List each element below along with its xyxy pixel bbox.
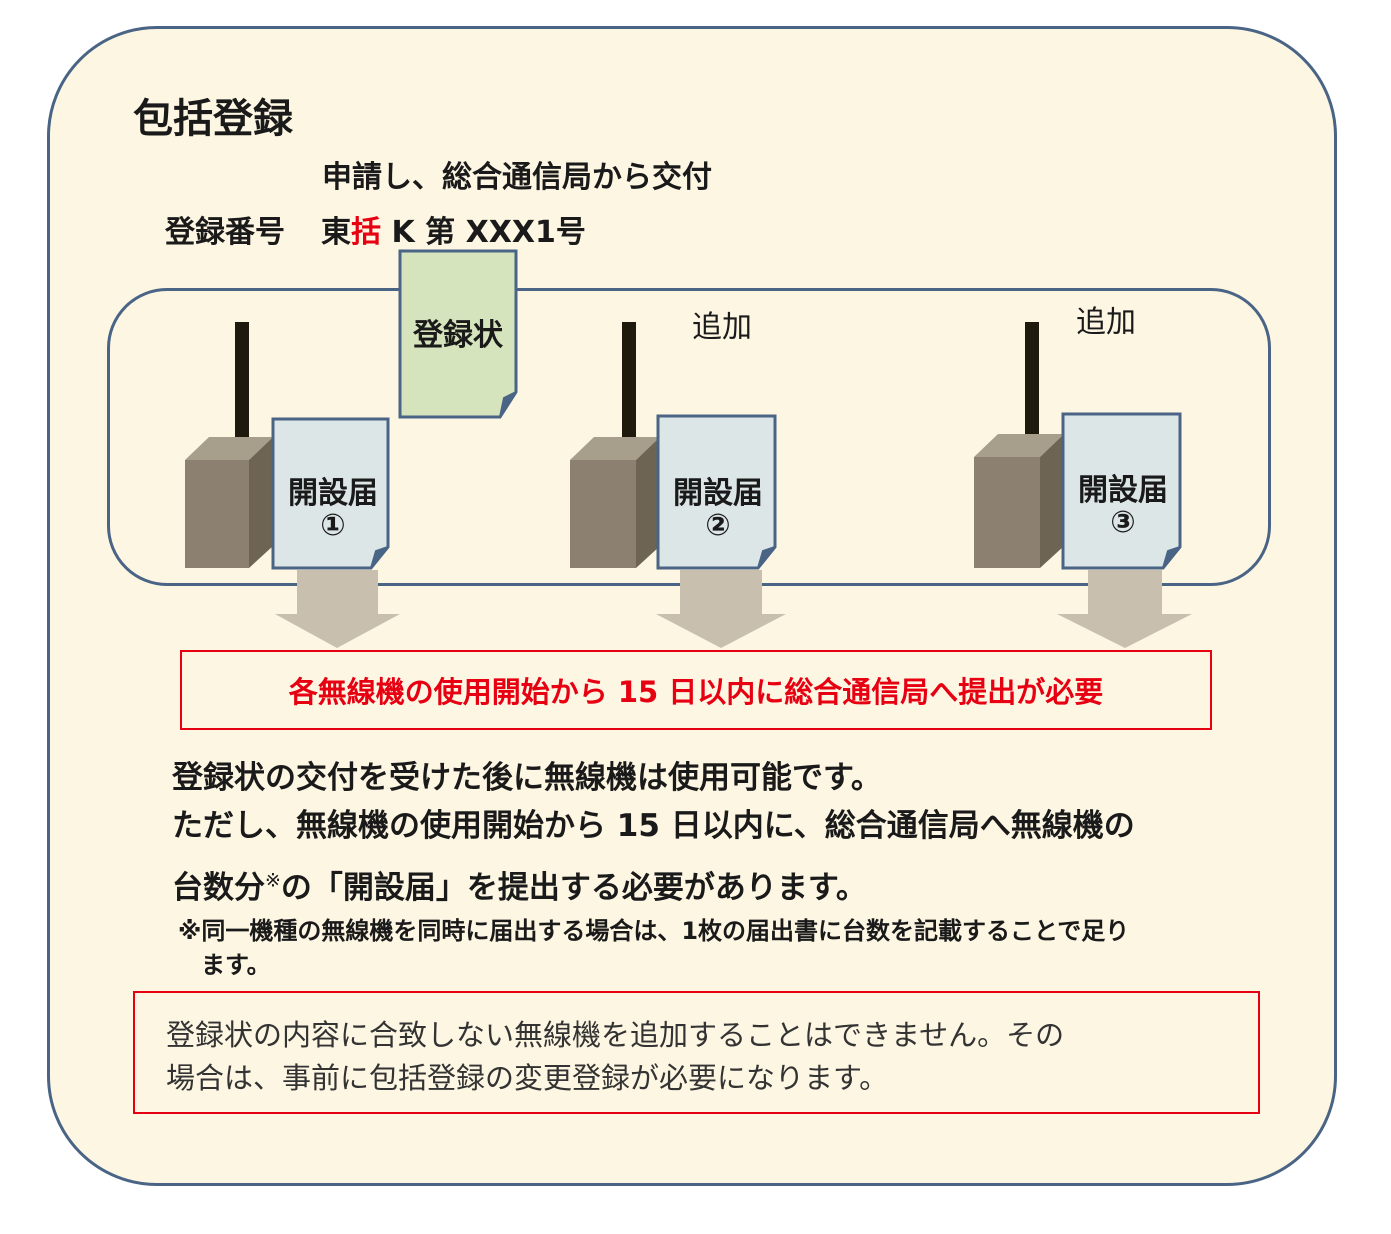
explanation-line-3: 台数分※の「開設届」を提出する必要があります。 — [172, 862, 867, 907]
registration-prefix: 東 — [321, 215, 351, 250]
explanation-line-2: ただし、無線機の使用開始から 15 日以内に、総合通信局へ無線機の — [172, 808, 1135, 844]
footnote-mark: ※ — [265, 869, 281, 892]
radio-device-3 — [974, 322, 1064, 568]
form-1-number: ① — [320, 508, 346, 543]
registration-highlight: 括 — [351, 215, 381, 250]
form-3-label: 開設届 — [1078, 473, 1168, 508]
down-arrow-2 — [656, 570, 786, 648]
registration-suffix: K 第 XXX1号 — [381, 215, 586, 250]
form-2-label: 開設届 — [673, 476, 763, 511]
notification-form-3 — [1061, 412, 1182, 570]
certificate-label: 登録状 — [413, 318, 503, 353]
restriction-line-2: 場合は、事前に包括登録の変更登録が必要になります。 — [166, 1061, 889, 1095]
registration-number: 登録番号 東括 K 第 XXX1号 — [165, 207, 586, 251]
footnote-line-2: ます。 — [201, 951, 271, 979]
deadline-notice-box: 各無線機の使用開始から 15 日以内に総合通信局へ提出が必要 — [180, 650, 1212, 730]
explanation-line-3-start: 台数分 — [172, 870, 265, 906]
radio-device-1 — [185, 322, 273, 568]
form-1-label: 開設届 — [288, 476, 378, 511]
form-2-number: ② — [705, 508, 731, 543]
down-arrow-1 — [275, 570, 400, 648]
radio-device-2 — [570, 322, 660, 568]
notification-form-1 — [271, 417, 390, 570]
explanation-line-1: 登録状の交付を受けた後に無線機は使用可能です。 — [172, 760, 882, 796]
restriction-line-1: 登録状の内容に合致しない無線機を追加することはできません。その — [166, 1018, 1065, 1052]
explanation-line-3-end: の「開設届」を提出する必要があります。 — [280, 870, 867, 906]
deadline-notice-text: 各無線機の使用開始から 15 日以内に総合通信局へ提出が必要 — [288, 675, 1104, 709]
station-2-add-tag: 追加 — [692, 310, 752, 345]
footnote-line-1: ※同一機種の無線機を同時に届出する場合は、1枚の届出書に台数を記載することで足り — [178, 917, 1130, 945]
page-title: 包括登録 — [133, 96, 293, 142]
certificate-document — [398, 249, 518, 419]
form-3-number: ③ — [1110, 505, 1136, 540]
registration-label: 登録番号 — [165, 215, 285, 250]
notification-form-2 — [656, 414, 777, 570]
application-line: 申請し、総合通信局から交付 — [322, 160, 712, 195]
down-arrow-3 — [1057, 570, 1192, 648]
restriction-box — [133, 991, 1260, 1114]
station-3-add-tag: 追加 — [1076, 305, 1136, 340]
